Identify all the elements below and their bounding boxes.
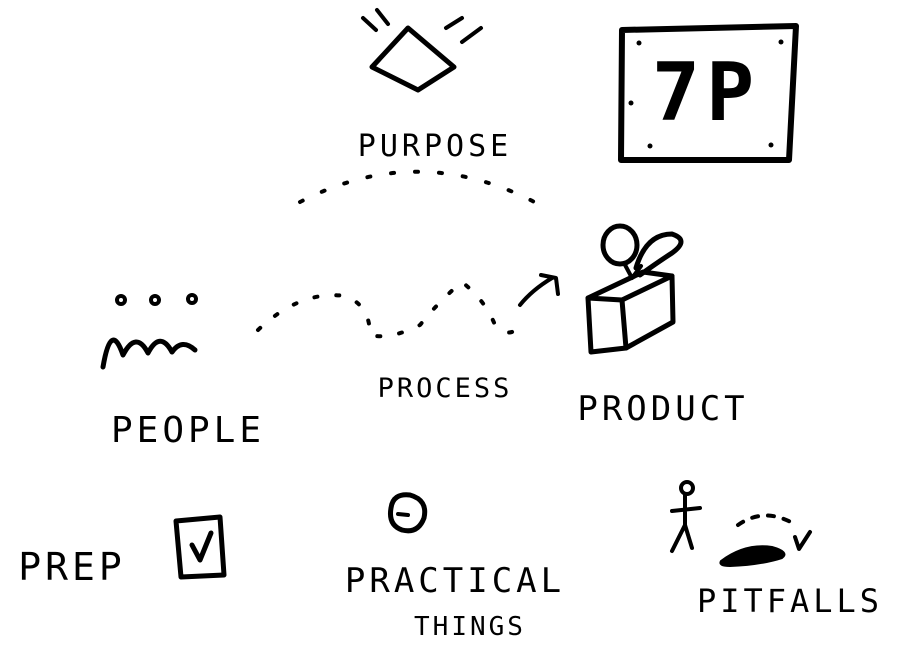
purpose-label: PURPOSE	[358, 129, 512, 164]
badge-text: 7P	[652, 46, 760, 139]
seven-p-badge: 7P	[618, 23, 799, 163]
checkbox-icon	[173, 514, 227, 580]
prep-label: PREP	[18, 545, 126, 589]
people-icon	[100, 293, 198, 370]
people-label: PEOPLE	[111, 410, 265, 451]
clock-icon	[388, 492, 428, 534]
process-label: PROCESS	[378, 373, 513, 404]
process-path	[256, 273, 560, 339]
pitfalls-label: PITFALLS	[697, 582, 883, 620]
product-label: PRODUCT	[577, 389, 748, 429]
lightbulb-icon	[361, 8, 483, 93]
practical-label-line1: PRACTICAL	[345, 561, 565, 601]
practical-label-line2: THINGS	[414, 612, 526, 642]
gift-box-icon	[585, 223, 684, 355]
purpose-dotted-arc	[298, 169, 542, 207]
stick-figure-pit-icon	[670, 480, 812, 568]
